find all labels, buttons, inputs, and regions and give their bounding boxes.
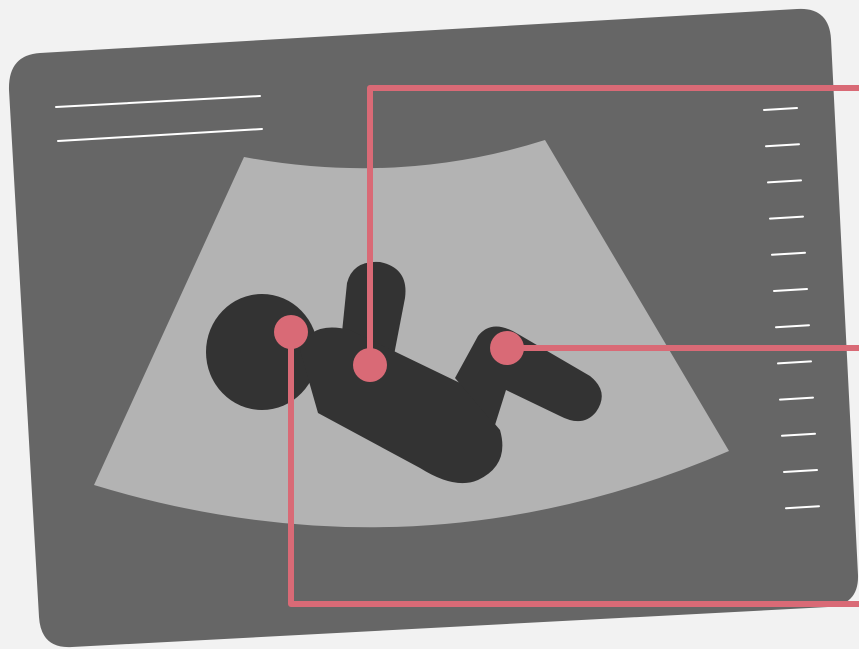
callout-dot-arm [353, 348, 387, 382]
callout-dot-leg [490, 331, 524, 365]
callout-dot-head [274, 315, 308, 349]
